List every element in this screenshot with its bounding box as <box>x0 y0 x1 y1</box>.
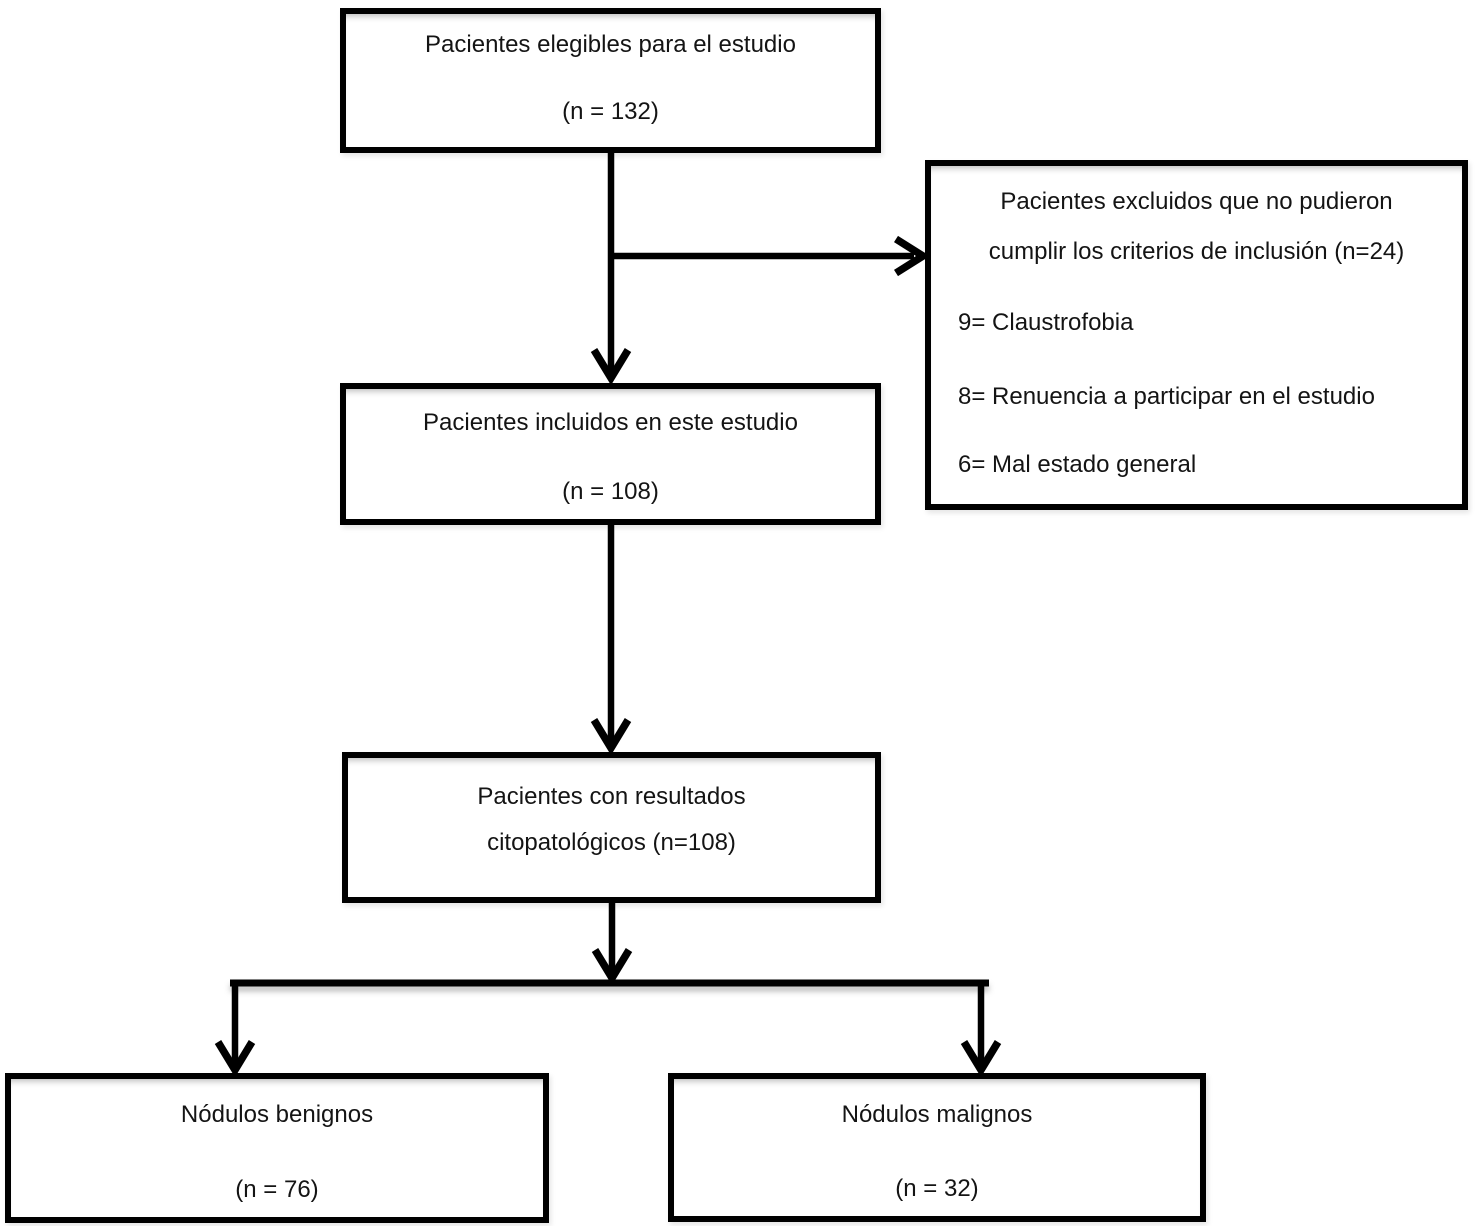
excluded-reason-reluctance: 8= Renuencia a participar en el estudio <box>958 383 1375 410</box>
excluded-reason-claustrophobia: 9= Claustrofobia <box>958 309 1134 336</box>
malignant-count: (n = 32) <box>895 1175 979 1202</box>
cytology-title-line1: Pacientes con resultados <box>477 783 746 810</box>
excluded-reason-poor-condition: 6= Mal estado general <box>958 451 1197 478</box>
included-count: (n = 108) <box>562 478 659 505</box>
excluded-title-line2: cumplir los criterios de inclusión (n=24… <box>988 238 1405 265</box>
arrow-split-to-malignant-head-icon <box>960 1040 1002 1078</box>
malignant-title: Nódulos malignos <box>841 1101 1033 1128</box>
cytology-title-line2: citopatológicos (n=108) <box>487 829 736 856</box>
eligible-title: Pacientes elegibles para el estudio <box>425 31 796 58</box>
box-benign-nodules: Nódulos benignos (n = 76) <box>5 1073 549 1223</box>
arrow-included-to-cytology-head-icon <box>590 718 632 756</box>
benign-title: Nódulos benignos <box>180 1101 374 1128</box>
box-included-patients: Pacientes incluidos en este estudio (n =… <box>340 383 881 525</box>
arrow-cytology-to-split-head-icon <box>591 948 633 986</box>
arrow-to-excluded-head-icon <box>894 235 931 277</box>
arrow-eligible-to-included-head-icon <box>590 348 632 386</box>
eligible-count: (n = 132) <box>562 98 659 125</box>
benign-count: (n = 76) <box>235 1176 319 1203</box>
box-cytology-results: Pacientes con resultados citopatológicos… <box>342 752 881 903</box>
box-eligible-patients: Pacientes elegibles para el estudio (n =… <box>340 8 881 153</box>
excluded-title-line1: Pacientes excluidos que no pudieron <box>1000 188 1393 215</box>
included-title: Pacientes incluidos en este estudio <box>423 409 798 436</box>
box-excluded-patients: Pacientes excluidos que no pudieron cump… <box>925 160 1468 510</box>
box-malignant-nodules: Nódulos malignos (n = 32) <box>668 1073 1206 1222</box>
arrow-split-to-benign-head-icon <box>214 1040 256 1078</box>
